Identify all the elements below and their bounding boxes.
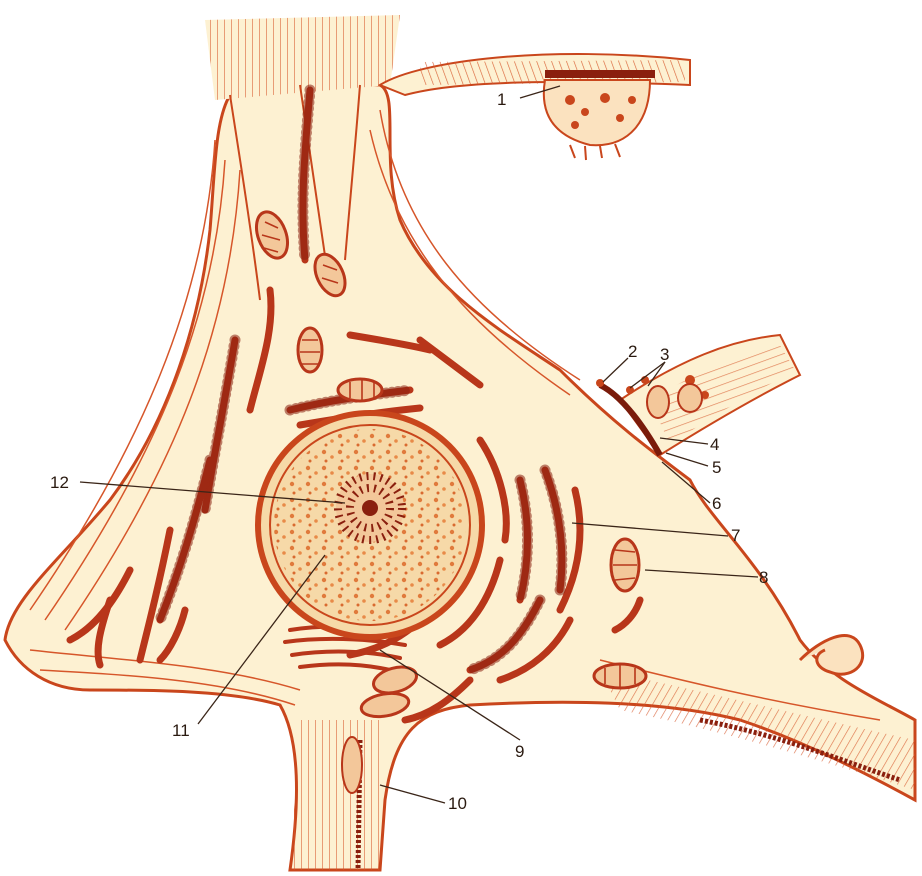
nucleolus bbox=[336, 474, 404, 542]
label-7: 7 bbox=[731, 526, 740, 545]
label-8: 8 bbox=[759, 568, 768, 587]
label-5: 5 bbox=[712, 458, 721, 477]
label-11: 11 bbox=[172, 721, 190, 740]
synapse-top bbox=[544, 70, 655, 160]
label-12: 12 bbox=[50, 473, 69, 492]
label-9: 9 bbox=[515, 742, 524, 761]
axon-bottom bbox=[290, 720, 385, 870]
label-4: 4 bbox=[710, 435, 719, 454]
label-1: 1 bbox=[497, 90, 506, 109]
label-6: 6 bbox=[712, 494, 721, 513]
label-10: 10 bbox=[448, 794, 467, 813]
label-3: 3 bbox=[660, 345, 669, 364]
label-2: 2 bbox=[628, 342, 637, 361]
